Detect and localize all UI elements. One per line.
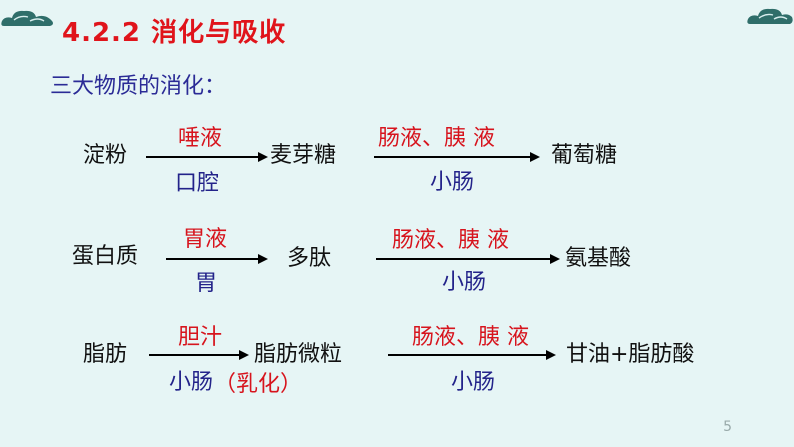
row2-intermediate: 多肽 xyxy=(287,246,332,271)
row3-arrow2-icon xyxy=(388,350,556,360)
cloud-left-icon xyxy=(1,10,54,26)
row3-step2-enzyme: 肠液、胰 液 xyxy=(412,325,529,350)
row1-product: 葡萄糖 xyxy=(551,143,618,168)
row1-arrow1-icon xyxy=(146,152,268,162)
row2-step2-enzyme: 肠液、胰 液 xyxy=(392,228,509,253)
row3-product: 甘油+脂肪酸 xyxy=(566,342,695,367)
row3-step1-site-note: （乳化） xyxy=(214,372,303,397)
row3-arrow1-icon xyxy=(149,350,249,360)
row2-arrow2-icon xyxy=(376,254,560,264)
row2-step1-enzyme: 胃液 xyxy=(183,227,228,252)
row1-step1-enzyme: 唾液 xyxy=(178,126,223,151)
row1-step2-enzyme: 肠液、胰 液 xyxy=(378,126,495,151)
cloud-right-icon xyxy=(747,8,793,24)
row1-intermediate: 麦芽糖 xyxy=(270,143,337,168)
row3-step2-site: 小肠 xyxy=(451,370,496,395)
row2-arrow1-icon xyxy=(166,254,268,264)
row1-source: 淀粉 xyxy=(83,143,128,168)
row3-source: 脂肪 xyxy=(83,342,128,367)
row2-source: 蛋白质 xyxy=(72,244,139,269)
page-title: 4.2.2 消化与吸收 xyxy=(62,18,287,48)
row2-product: 氨基酸 xyxy=(565,246,632,271)
row2-step1-site: 胃 xyxy=(195,271,218,296)
row1-step1-site: 口腔 xyxy=(175,171,220,196)
section-subtitle: 三大物质的消化： xyxy=(50,74,227,99)
row1-step2-site: 小肠 xyxy=(430,170,475,195)
row2-step2-site: 小肠 xyxy=(442,270,487,295)
page-number: 5 xyxy=(723,419,732,435)
row3-intermediate: 脂肪微粒 xyxy=(254,342,343,367)
row3-step1-enzyme: 胆汁 xyxy=(178,325,223,350)
row3-step1-site: 小肠 xyxy=(169,370,214,395)
row1-arrow2-icon xyxy=(374,152,540,162)
